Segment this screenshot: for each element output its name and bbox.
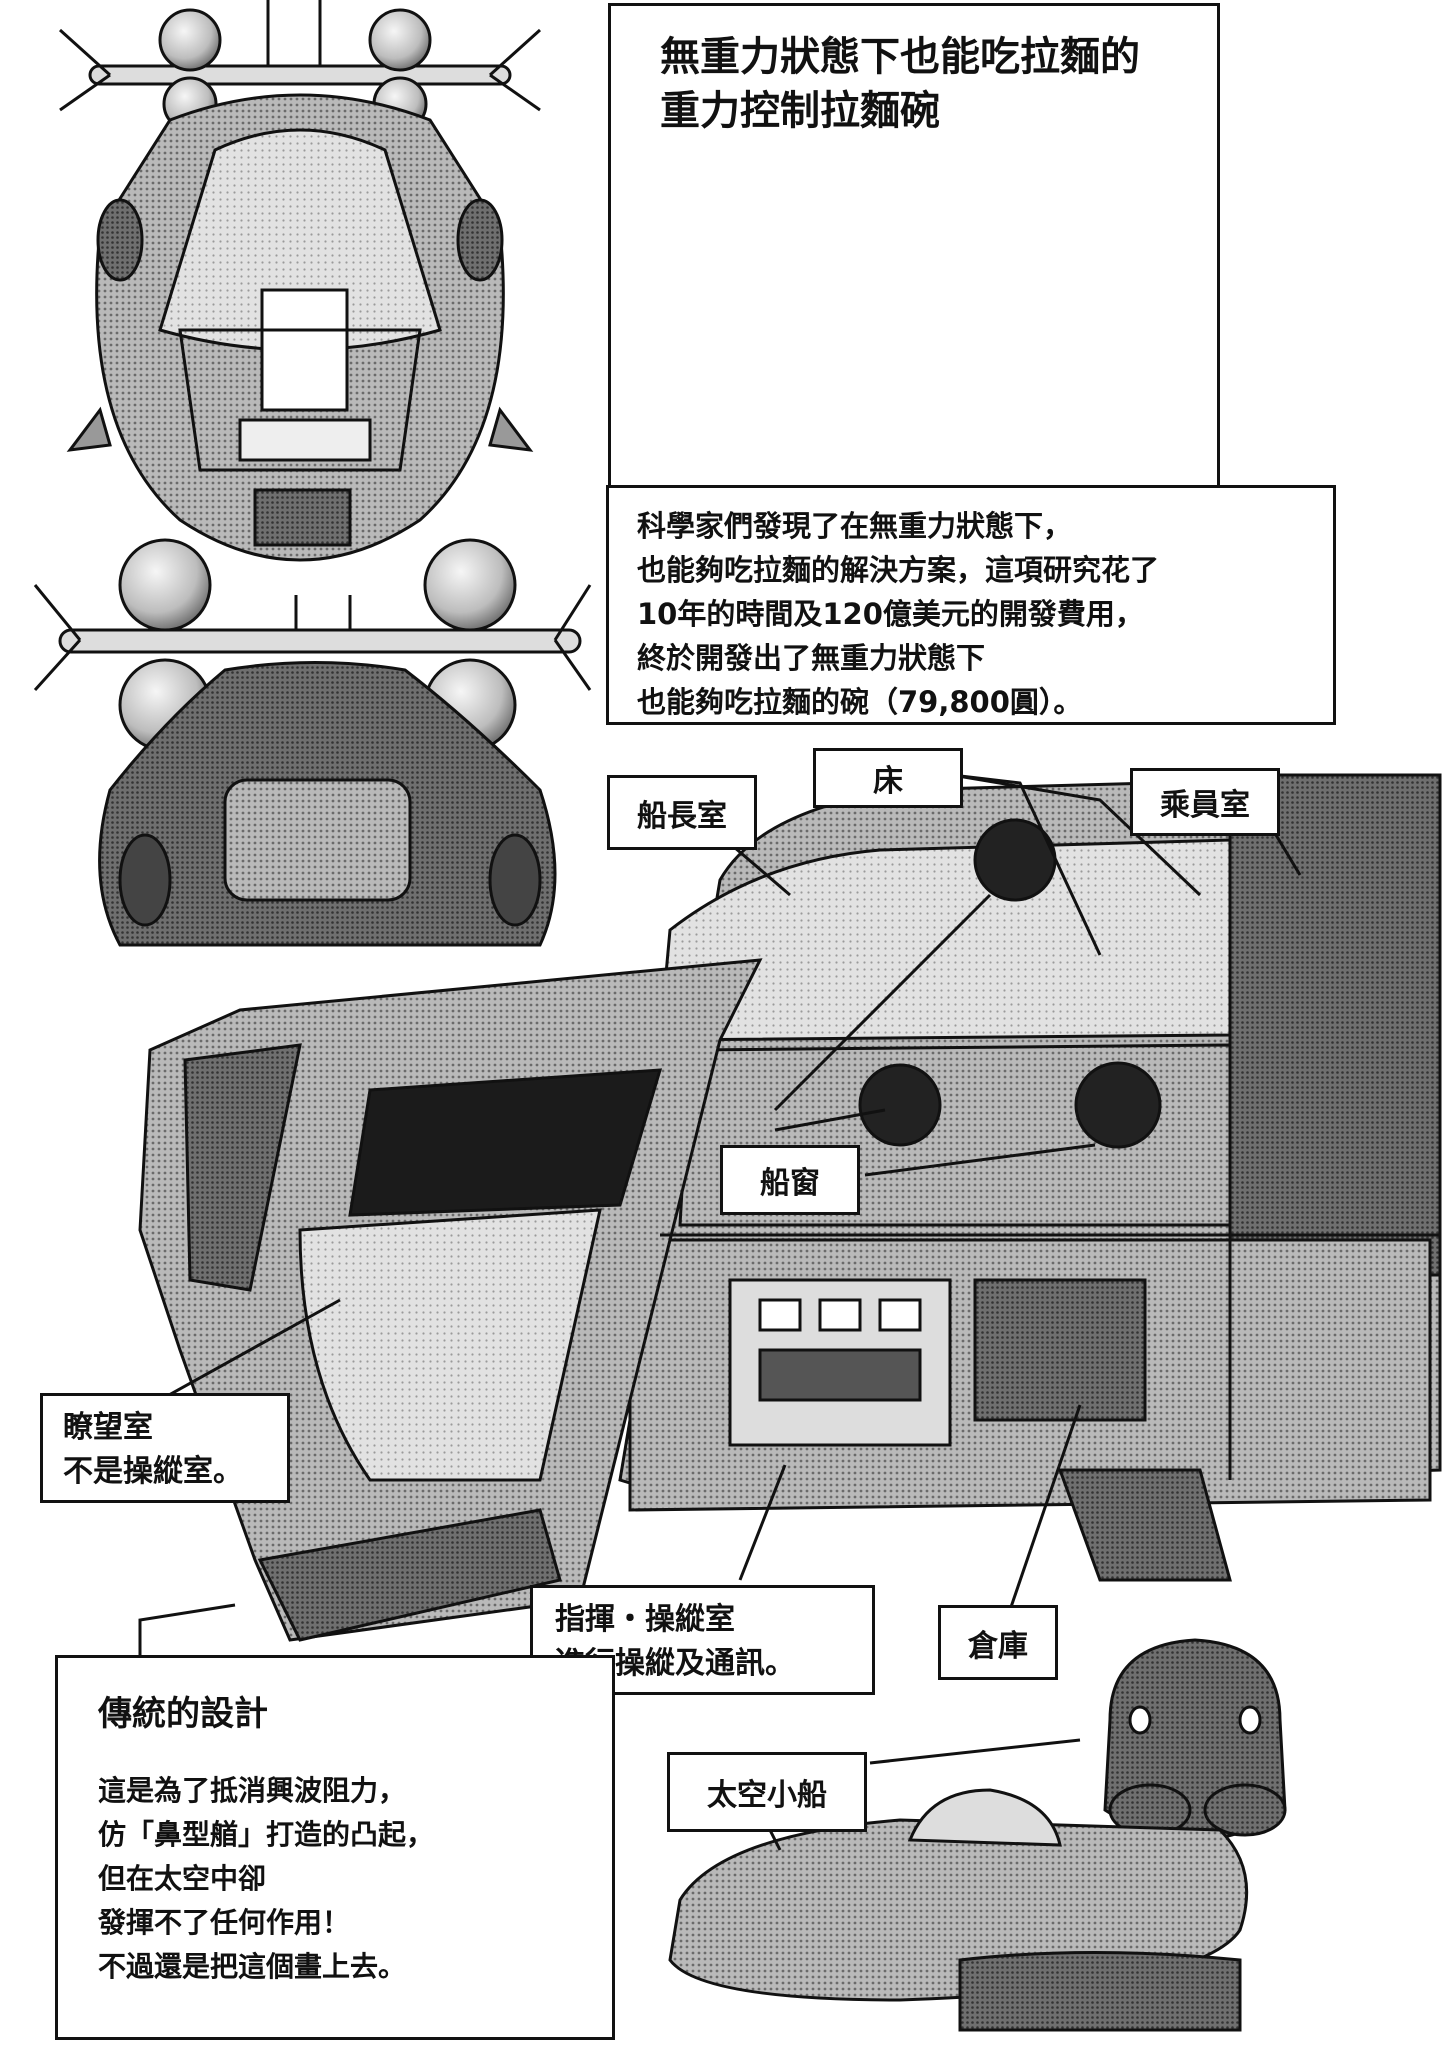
trad-desc-line-2: 仿「鼻型艏」打造的凸起， [98, 1818, 435, 1851]
label-porthole: 船窗 [720, 1145, 860, 1215]
label-captain-room: 船長室 [607, 775, 757, 850]
ramen-title-line-1: 無重力狀態下也能吃拉麵的 [660, 34, 1140, 80]
ramen-desc-line-1: 科學家們發現了在無重力狀態下， [637, 509, 1073, 543]
ship-front-view [58, 0, 542, 562]
ramen-desc-line-3: 10年的時間及120億美元的開發費用， [637, 597, 1144, 631]
lookout-desc: 不是操縱室。 [63, 1454, 243, 1489]
lookout-title: 瞭望室 [63, 1410, 153, 1445]
ramen-desc-line-4: 終於開發出了無重力狀態下 [637, 641, 986, 675]
label-lookout-room: 瞭望室 不是操縱室。 [40, 1393, 290, 1503]
label-crew-room: 乘員室 [1130, 768, 1280, 836]
traditional-design-panel: 傳統的設計 這是為了抵消興波阻力， 仿「鼻型艏」打造的凸起， 但在太空中卻 發揮… [55, 1655, 615, 2040]
ramen-desc-line-5: 也能夠吃拉麵的碗（79,800圓）。 [637, 685, 1083, 719]
trad-desc-line-1: 這是為了抵消興波阻力， [98, 1774, 407, 1807]
small-shuttle [668, 1638, 1287, 2032]
label-bed: 床 [813, 748, 963, 808]
trad-desc-line-5: 不過還是把這個畫上去。 [98, 1950, 407, 1983]
ramen-title: 無重力狀態下也能吃拉麵的 重力控制拉麵碗 [660, 30, 1140, 138]
label-shuttle: 太空小船 [667, 1752, 867, 1832]
ramen-title-line-2: 重力控制拉麵碗 [660, 88, 940, 134]
ramen-bowl-panel [608, 3, 1220, 488]
callout-lines [138, 773, 1302, 1851]
traditional-description: 這是為了抵消興波阻力， 仿「鼻型艏」打造的凸起， 但在太空中卻 發揮不了任何作用… [98, 1769, 572, 1989]
label-storage: 倉庫 [938, 1605, 1058, 1680]
traditional-title: 傳統的設計 [98, 1694, 268, 1734]
trad-desc-line-4: 發揮不了任何作用！ [98, 1906, 351, 1939]
ship-rear-view [33, 538, 592, 947]
ramen-desc-line-2: 也能夠吃拉麵的解決方案，這項研究花了 [637, 553, 1160, 587]
command-title: 指揮・操縱室 [555, 1602, 735, 1637]
trad-desc-line-3: 但在太空中卻 [98, 1862, 267, 1895]
ramen-description-box: 科學家們發現了在無重力狀態下， 也能夠吃拉麵的解決方案，這項研究花了 10年的時… [606, 485, 1336, 725]
